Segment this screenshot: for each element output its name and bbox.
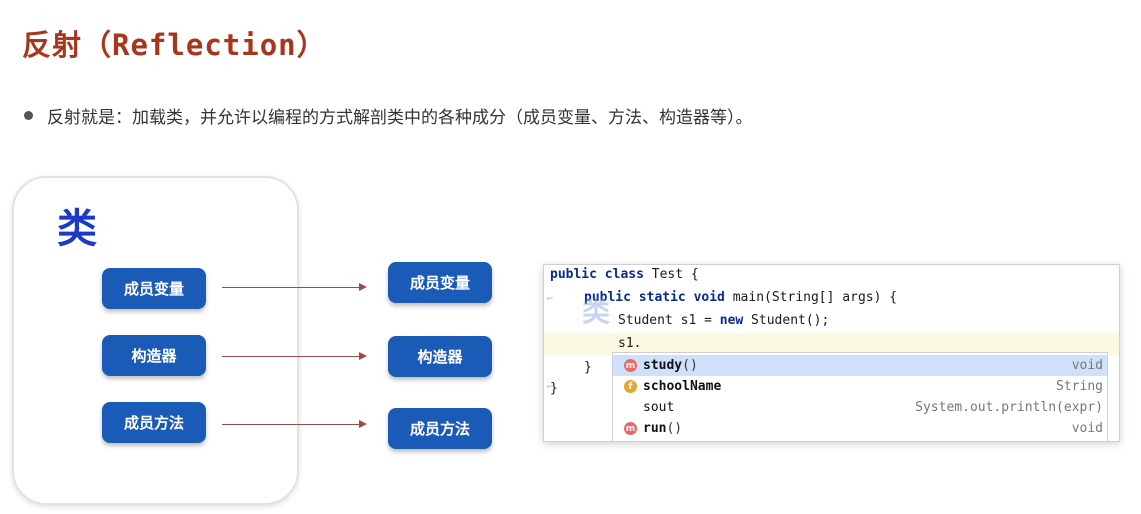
fold-marker-icon: ⌐: [547, 294, 554, 305]
page-title: 反射（Reflection）: [22, 22, 327, 64]
class-member-constructor-pill: 构造器: [102, 335, 206, 376]
title-cn: 反射: [22, 28, 83, 62]
code-line-4[interactable]: s1.: [618, 336, 642, 351]
code-line-5: }: [584, 360, 592, 375]
fold-marker-icon: ⌐: [547, 382, 554, 393]
field-icon: f: [624, 380, 637, 393]
arrow-method: [222, 420, 367, 428]
class-member-method-pill: 成员方法: [102, 402, 206, 443]
title-en: （Reflection）: [82, 28, 327, 62]
current-line-highlight: [544, 333, 1119, 355]
bullet-dot-icon: [24, 111, 33, 120]
class-label: 类: [57, 205, 97, 252]
code-line-3: Student s1 = new Student();: [618, 313, 830, 328]
completion-item-study[interactable]: m study() void: [613, 355, 1107, 376]
arrow-constructor: [222, 352, 367, 360]
reflected-constructor-pill: 构造器: [388, 336, 492, 377]
method-icon: m: [624, 422, 637, 435]
method-icon: m: [624, 359, 637, 372]
arrow-field: [222, 283, 367, 291]
completion-item-sout[interactable]: sout System.out.println(expr): [613, 397, 1107, 418]
code-line-2: public static void main(String[] args) {: [584, 290, 898, 305]
completion-item-schoolname[interactable]: f schoolName String: [613, 376, 1107, 397]
template-icon: [624, 401, 637, 414]
bullet-point: 反射就是：加载类，并允许以编程的方式解剖类中的各种成分（成员变量、方法、构造器等…: [24, 103, 753, 128]
reflected-method-pill: 成员方法: [388, 408, 492, 449]
reflected-field-pill: 成员变量: [388, 262, 492, 303]
class-watermark: 类: [582, 295, 611, 328]
code-completion-popup[interactable]: m study() void f schoolName String sout …: [612, 352, 1108, 442]
code-line-1: public class Test {: [550, 267, 699, 282]
code-line-6: }: [550, 381, 558, 396]
completion-item-run[interactable]: m run() void: [624, 421, 1103, 436]
class-member-field-pill: 成员变量: [102, 268, 206, 309]
bullet-text: 反射就是：加载类，并允许以编程的方式解剖类中的各种成分（成员变量、方法、构造器等…: [47, 108, 753, 128]
